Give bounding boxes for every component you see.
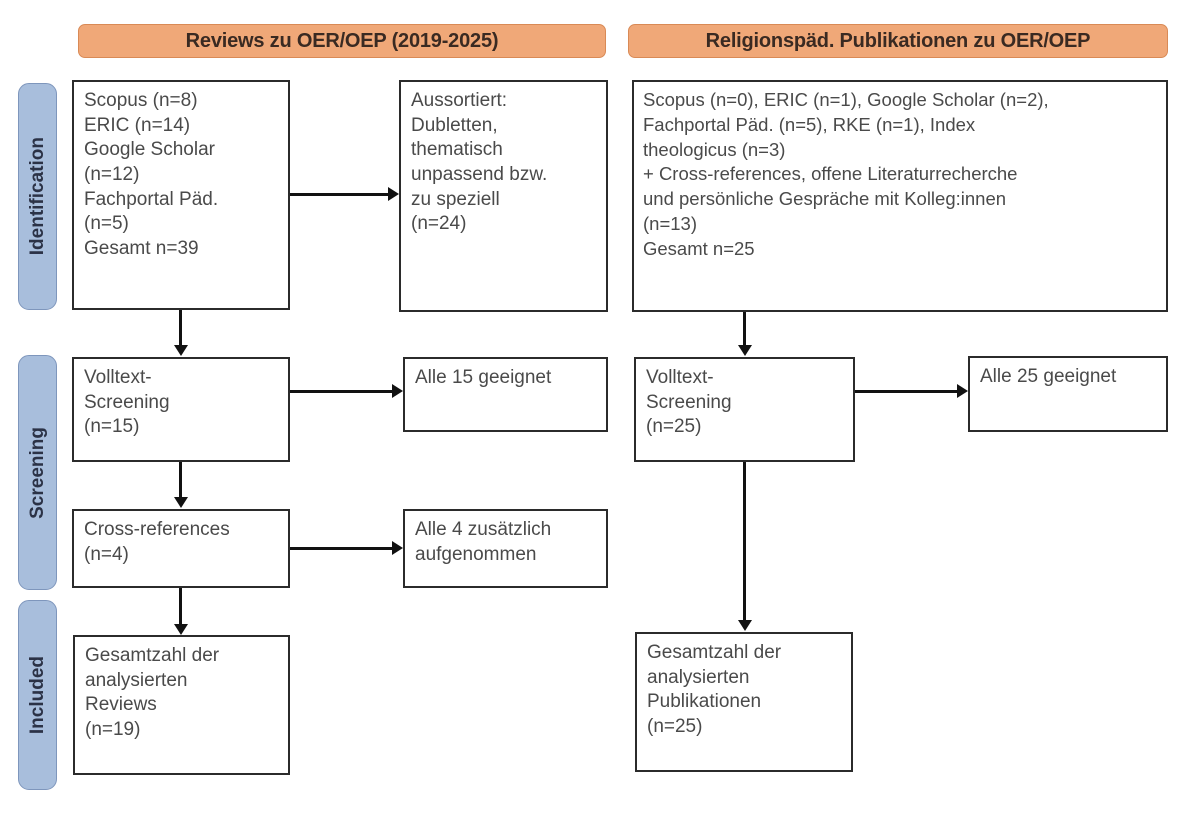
box-left-identification-sources: Scopus (n=8) ERIC (n=14) Google Scholar … <box>72 80 290 310</box>
arrowhead-left-sources-to-screening <box>174 345 188 356</box>
box-left-fulltext-screening: Volltext- Screening (n=15) <box>72 357 290 462</box>
arrowhead-right-sources-to-screening <box>738 345 752 356</box>
box-left-cross-references-result: Alle 4 zusätzlich aufgenommen <box>403 509 608 588</box>
stage-label-screening-text: Screening <box>26 426 48 519</box>
stage-label-identification-text: Identification <box>26 137 48 256</box>
column-header-reviews: Reviews zu OER/OEP (2019-2025) <box>78 24 606 58</box>
box-left-excluded: Aussortiert: Dubletten, thematisch unpas… <box>399 80 608 312</box>
arrowhead-left-crossrefs-to-included <box>174 624 188 635</box>
connector-left-screening-to-crossrefs <box>179 462 182 498</box>
arrowhead-left-screening-to-result <box>392 384 403 398</box>
stage-label-identification: Identification <box>18 83 57 310</box>
arrowhead-left-screening-to-crossrefs <box>174 497 188 508</box>
arrowhead-left-crossrefs-to-result <box>392 541 403 555</box>
arrowhead-right-screening-to-included <box>738 620 752 631</box>
connector-left-sources-to-screening <box>179 310 182 347</box>
arrowhead-right-screening-to-result <box>957 384 968 398</box>
box-right-fulltext-screening: Volltext- Screening (n=25) <box>634 357 855 462</box>
box-left-cross-references: Cross-references (n=4) <box>72 509 290 588</box>
arrowhead-left-sources-to-excluded <box>388 187 399 201</box>
connector-right-sources-to-screening <box>743 312 746 347</box>
column-header-publications: Religionspäd. Publikationen zu OER/OEP <box>628 24 1168 58</box>
box-right-fulltext-result: Alle 25 geeignet <box>968 356 1168 432</box>
connector-left-crossrefs-to-result <box>290 547 394 550</box>
box-right-identification-sources: Scopus (n=0), ERIC (n=1), Google Scholar… <box>632 80 1168 312</box>
stage-label-included: Included <box>18 600 57 790</box>
box-right-included-total: Gesamtzahl der analysierten Publikatione… <box>635 632 853 772</box>
connector-right-screening-to-result <box>855 390 959 393</box>
box-left-included-total: Gesamtzahl der analysierten Reviews (n=1… <box>73 635 290 775</box>
connector-left-crossrefs-to-included <box>179 588 182 625</box>
stage-label-included-text: Included <box>26 655 48 735</box>
box-left-fulltext-result: Alle 15 geeignet <box>403 357 608 432</box>
stage-label-screening: Screening <box>18 355 57 590</box>
connector-left-screening-to-result <box>290 390 394 393</box>
connector-right-screening-to-included <box>743 462 746 622</box>
connector-left-sources-to-excluded <box>290 193 390 196</box>
